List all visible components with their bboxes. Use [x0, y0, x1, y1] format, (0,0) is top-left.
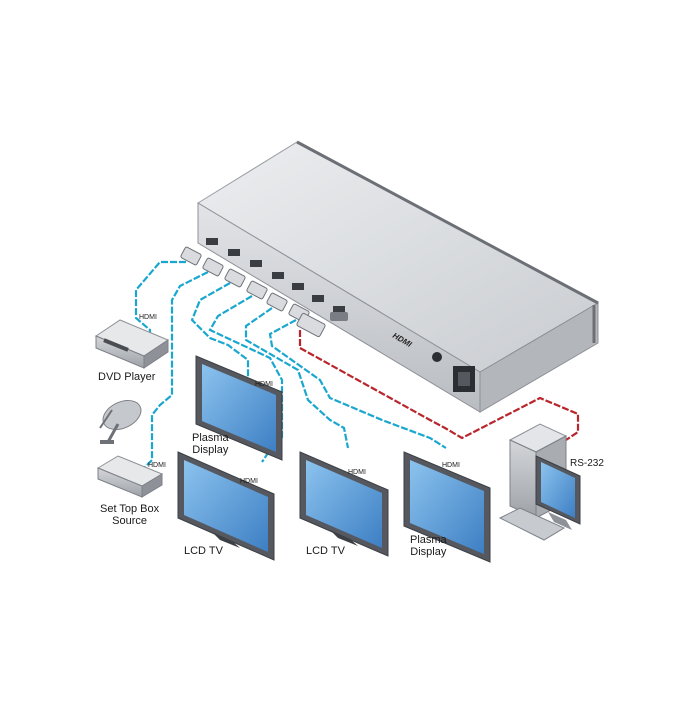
- plasma-display-2-label-line2: Display: [410, 546, 447, 558]
- plasma2-hdmi-tag: HDMI: [442, 462, 460, 469]
- plasma1-hdmi-tag: HDMI: [255, 381, 273, 388]
- plasma-display-1: [195, 355, 283, 461]
- cable-connectors: [180, 246, 326, 338]
- plasma-display-2: [403, 451, 491, 563]
- lcd1-hdmi-tag: HDMI: [240, 478, 258, 485]
- plasma-display-2-label: Plasma Display: [410, 534, 447, 558]
- lcd-tv-2: [299, 451, 389, 557]
- dvd-player-label: DVD Player: [98, 371, 156, 383]
- dvd-player: [94, 319, 170, 369]
- hdmi-switcher: HDMI: [197, 140, 600, 413]
- pc: [498, 423, 581, 541]
- power-button: [432, 352, 442, 362]
- satellite-dish: [99, 399, 142, 444]
- rs232-port: [330, 312, 348, 321]
- rs232-label: RS-232: [570, 458, 604, 469]
- stb-hdmi-tag: HDMI: [148, 462, 166, 469]
- hdmi-ports: [206, 238, 345, 313]
- plasma-display-1-label-line2: Display: [192, 444, 229, 456]
- lcd2-hdmi-tag: HDMI: [348, 469, 366, 476]
- lcd-tv-1-label: LCD TV: [184, 545, 223, 557]
- set-top-box-label-line1: Set Top Box: [100, 503, 160, 515]
- plasma-display-1-label-line1: Plasma: [192, 432, 229, 444]
- set-top-box-label-line2: Source: [112, 515, 147, 527]
- plasma-display-2-label-line1: Plasma: [410, 534, 447, 546]
- lcd-tv-1: [177, 451, 275, 561]
- rs232-cable: [298, 330, 580, 441]
- plasma-display-1-label: Plasma Display: [192, 432, 229, 456]
- set-top-box: [96, 455, 164, 498]
- lcd-tv-2-label: LCD TV: [306, 545, 345, 557]
- set-top-box-label: Set Top Box Source: [100, 503, 159, 527]
- dvd-hdmi-tag: HDMI: [139, 314, 157, 321]
